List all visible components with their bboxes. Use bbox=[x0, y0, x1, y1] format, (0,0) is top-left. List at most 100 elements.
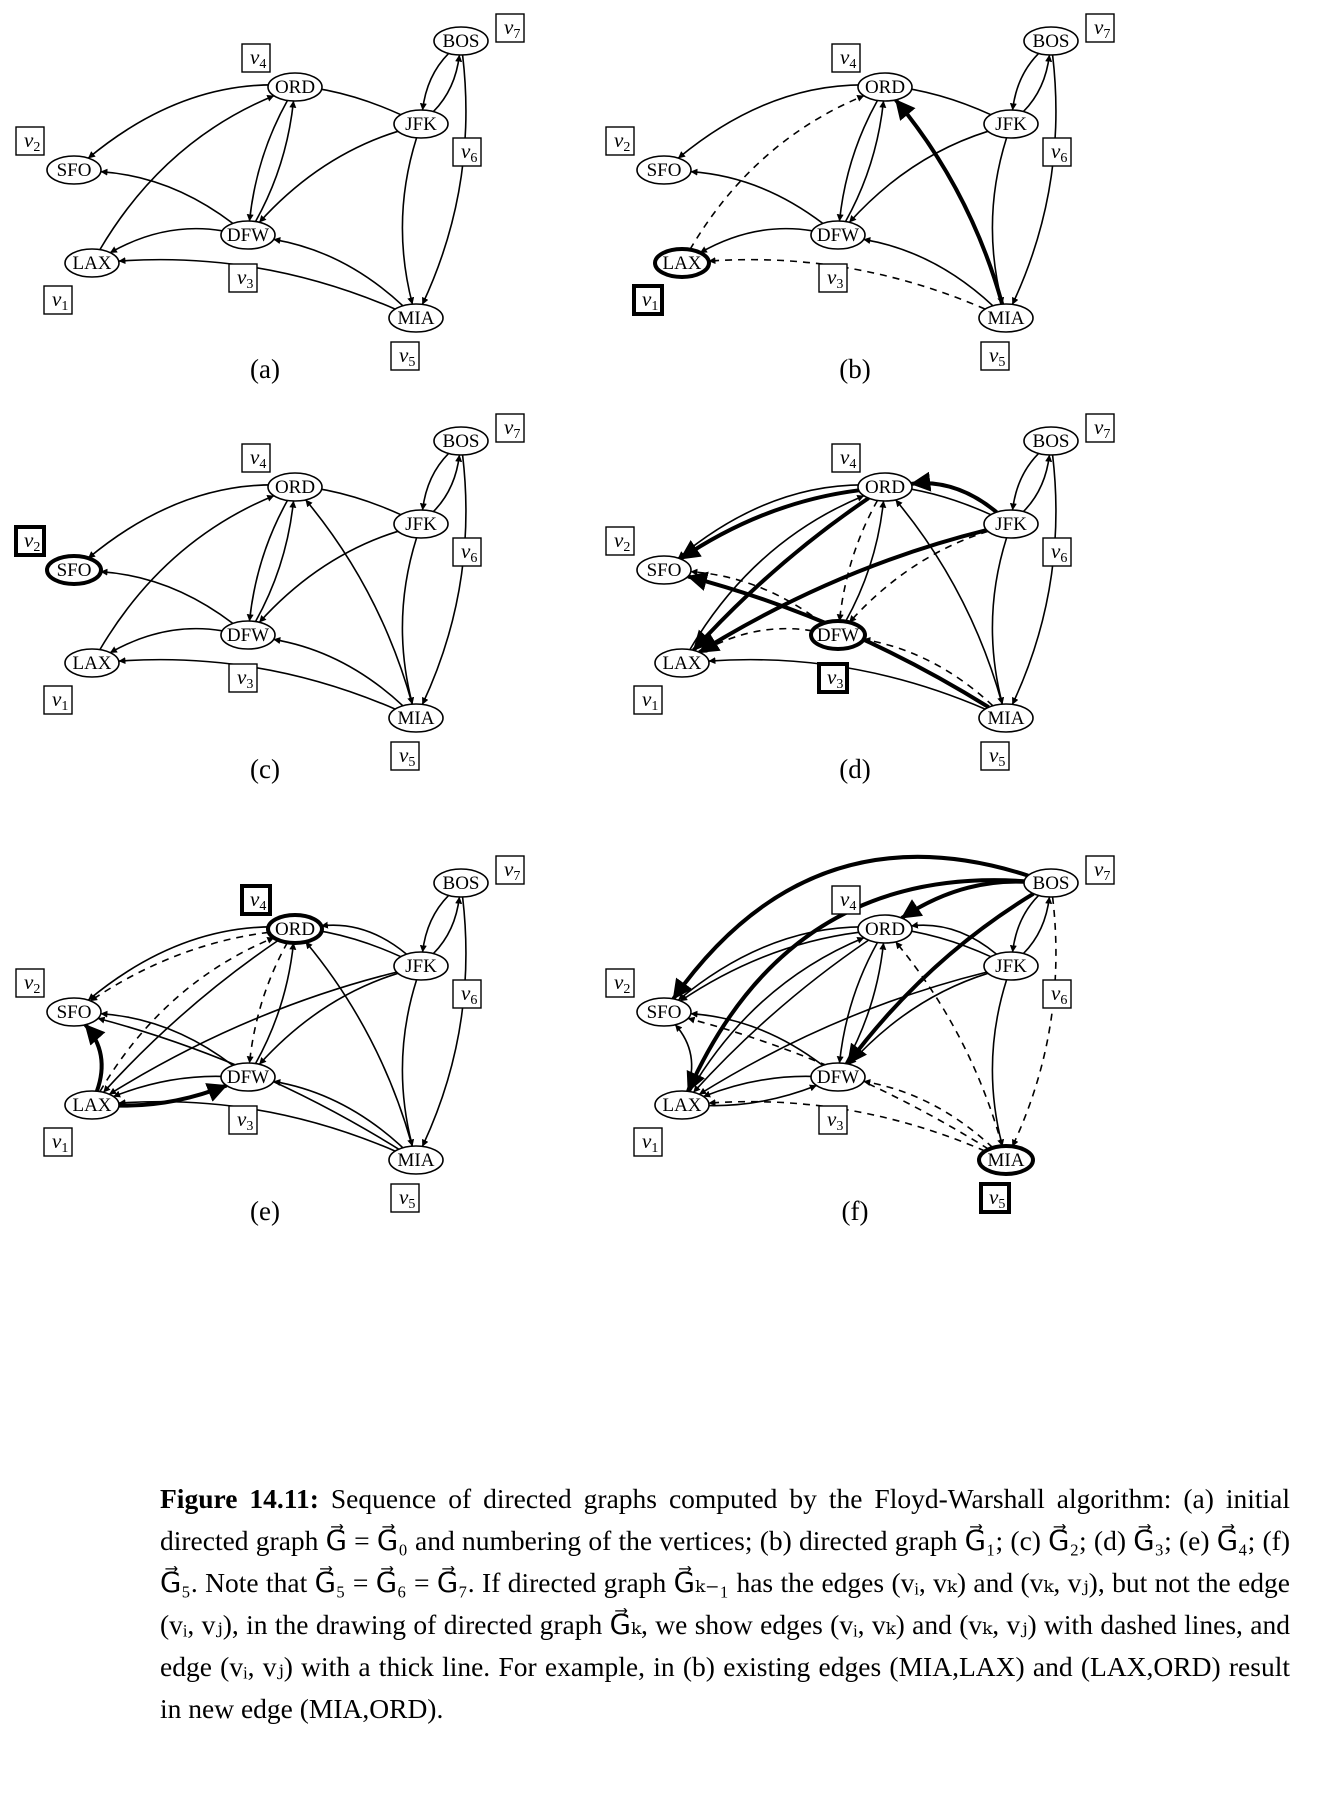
node-ord bbox=[857, 914, 913, 944]
edge-ord-sfo bbox=[90, 931, 269, 1002]
panel-label-a: (a) bbox=[250, 354, 280, 384]
vertex-number-box-sfo bbox=[605, 968, 635, 998]
node-dfw bbox=[220, 1062, 276, 1092]
edge-dfw-lax bbox=[113, 1075, 222, 1098]
edge-ord-lax bbox=[692, 496, 870, 652]
edge-ord-lax bbox=[102, 939, 280, 1093]
edge-jfk-mia bbox=[401, 137, 418, 305]
node-ord bbox=[266, 913, 324, 945]
node-jfk bbox=[393, 951, 449, 981]
vertex-number-box-dfw bbox=[817, 662, 849, 694]
edge-lax-ord bbox=[99, 936, 275, 1093]
vertex-number-box-ord bbox=[241, 43, 271, 73]
edge-bos-lax bbox=[686, 878, 1025, 1093]
edge-jfk-mia bbox=[991, 537, 1008, 705]
edge-dfw-sfo bbox=[100, 1010, 234, 1067]
node-lax bbox=[64, 248, 120, 278]
vertex-number-box-lax bbox=[43, 285, 73, 315]
edge-bos-mia bbox=[1011, 454, 1057, 705]
edge-ord-dfw bbox=[836, 500, 879, 622]
node-mia bbox=[388, 303, 444, 333]
node-label-jfk: JFK bbox=[405, 956, 437, 977]
edge-mia-dfw bbox=[273, 1079, 404, 1149]
node-label-lax: LAX bbox=[72, 253, 111, 274]
node-ord bbox=[267, 72, 323, 102]
node-sfo bbox=[46, 997, 102, 1027]
edge-dfw-ord bbox=[844, 500, 887, 622]
floyd-warshall-figure: LAXv1SFOv2DFWv3ORDv4MIAv5JFKv6BOSv7(a)LA… bbox=[14, 13, 1115, 1226]
vertex-number-box-ord bbox=[241, 443, 271, 473]
node-label-mia: MIA bbox=[988, 308, 1025, 329]
edge-jfk-dfw bbox=[258, 530, 399, 623]
edge-dfw-lax bbox=[109, 227, 223, 254]
vertex-number-box-bos bbox=[495, 855, 525, 885]
vertex-number-box-bos bbox=[1085, 413, 1115, 443]
edge-bos-mia bbox=[421, 54, 467, 305]
edge-mia-lax bbox=[118, 1099, 396, 1152]
node-label-ord: ORD bbox=[865, 77, 905, 98]
node-bos bbox=[433, 26, 489, 56]
vertex-number-box-sfo bbox=[605, 126, 635, 156]
edge-ord-dfw bbox=[246, 100, 289, 222]
node-label-ord: ORD bbox=[865, 477, 905, 498]
vertex-number-box-dfw bbox=[228, 263, 258, 293]
node-label-dfw: DFW bbox=[227, 1067, 269, 1088]
vertex-number-box-mia bbox=[390, 741, 420, 771]
edge-jfk-mia bbox=[991, 979, 1008, 1147]
edge-ord-dfw bbox=[836, 942, 879, 1064]
vertex-number-box-bos bbox=[1085, 855, 1115, 885]
edge-bos-sfo bbox=[671, 854, 1029, 1001]
node-sfo bbox=[46, 155, 102, 185]
vertex-number-box-ord bbox=[831, 443, 861, 473]
edge-dfw-sfo bbox=[100, 568, 234, 625]
edge-ord-sfo bbox=[680, 931, 859, 1002]
node-label-dfw: DFW bbox=[227, 225, 269, 246]
edge-jfk-mia bbox=[401, 537, 418, 705]
edge-jfk-sfo bbox=[87, 484, 402, 559]
edge-jfk-ord bbox=[910, 921, 998, 955]
vertex-number-box-mia bbox=[980, 341, 1010, 371]
edge-lax-ord bbox=[689, 94, 865, 251]
node-ord bbox=[857, 472, 913, 502]
edge-jfk-mia bbox=[401, 979, 418, 1147]
edge-mia-lax bbox=[708, 257, 986, 310]
figure-number: Figure 14.11: bbox=[160, 1483, 319, 1514]
node-sfo bbox=[636, 155, 692, 185]
node-label-ord: ORD bbox=[275, 77, 315, 98]
node-mia bbox=[978, 303, 1034, 333]
node-label-sfo: SFO bbox=[57, 560, 92, 581]
edge-jfk-bos bbox=[1022, 54, 1053, 113]
node-label-mia: MIA bbox=[398, 308, 435, 329]
node-bos bbox=[1023, 26, 1079, 56]
edge-jfk-dfw bbox=[258, 130, 399, 223]
edge-mia-lax bbox=[708, 1099, 986, 1152]
node-label-jfk: JFK bbox=[995, 514, 1027, 535]
node-label-bos: BOS bbox=[443, 31, 480, 52]
node-dfw bbox=[220, 620, 276, 650]
edge-mia-ord bbox=[305, 499, 413, 705]
edge-dfw-lax bbox=[699, 627, 813, 654]
edge-mia-ord bbox=[895, 499, 1003, 705]
edge-ord-dfw bbox=[246, 500, 289, 622]
edge-dfw-ord bbox=[254, 100, 297, 222]
edge-jfk-lax bbox=[698, 528, 988, 654]
node-label-lax: LAX bbox=[662, 253, 701, 274]
vertex-number-box-sfo bbox=[605, 526, 635, 556]
vertex-number-box-jfk bbox=[1042, 979, 1072, 1009]
edge-lax-ord bbox=[99, 94, 275, 251]
edge-lax-ord bbox=[689, 936, 865, 1093]
vertex-number-box-mia bbox=[390, 1183, 420, 1213]
edge-ord-lax bbox=[692, 939, 870, 1093]
node-lax bbox=[654, 648, 710, 678]
node-ord bbox=[857, 72, 913, 102]
node-label-jfk: JFK bbox=[405, 114, 437, 135]
vertex-number-box-sfo bbox=[15, 968, 45, 998]
vertex-number-box-bos bbox=[495, 413, 525, 443]
node-label-bos: BOS bbox=[443, 873, 480, 894]
edge-bos-mia bbox=[1011, 54, 1057, 305]
vertex-number-box-ord bbox=[831, 43, 861, 73]
vertex-number-box-mia bbox=[390, 341, 420, 371]
